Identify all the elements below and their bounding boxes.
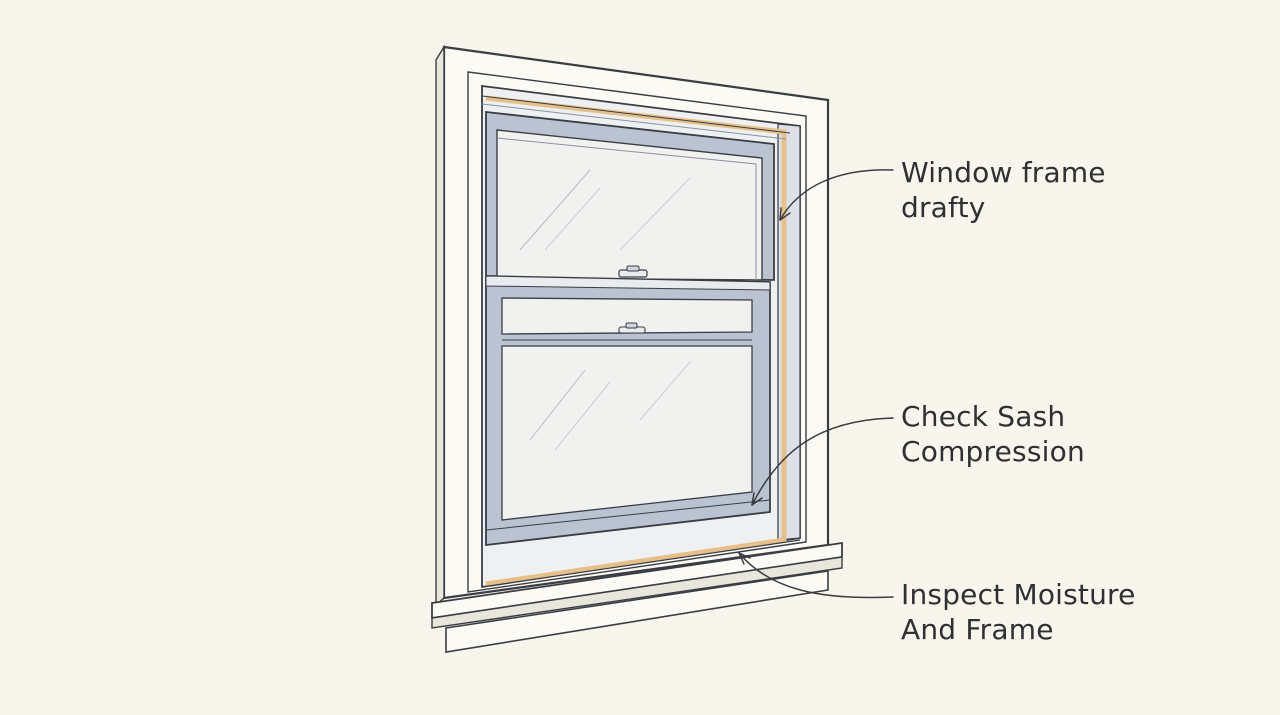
- annotation-sash-compression: Check Sash Compression: [901, 399, 1085, 469]
- arrow-moisture: [738, 552, 894, 599]
- callout-arrows: [738, 169, 894, 599]
- annotation-line: Check Sash: [901, 400, 1066, 433]
- annotation-line: Inspect Moisture: [901, 578, 1136, 611]
- upper-sash: [485, 110, 775, 281]
- sash-lock-icon: [618, 265, 648, 334]
- lower-sash: [485, 275, 771, 547]
- window-sill: [431, 539, 843, 653]
- annotation-line: Compression: [901, 435, 1085, 468]
- annotation-inspect-moisture: Inspect Moisture And Frame: [901, 577, 1136, 647]
- arrow-frame-drafty: [779, 169, 894, 221]
- annotation-line: drafty: [901, 191, 986, 224]
- annotation-frame-drafty: Window frame drafty: [901, 155, 1106, 225]
- annotation-line: And Frame: [901, 613, 1054, 646]
- annotation-line: Window frame: [901, 156, 1106, 189]
- weatherstrip: [485, 95, 787, 587]
- arrow-sash-compression: [751, 417, 894, 506]
